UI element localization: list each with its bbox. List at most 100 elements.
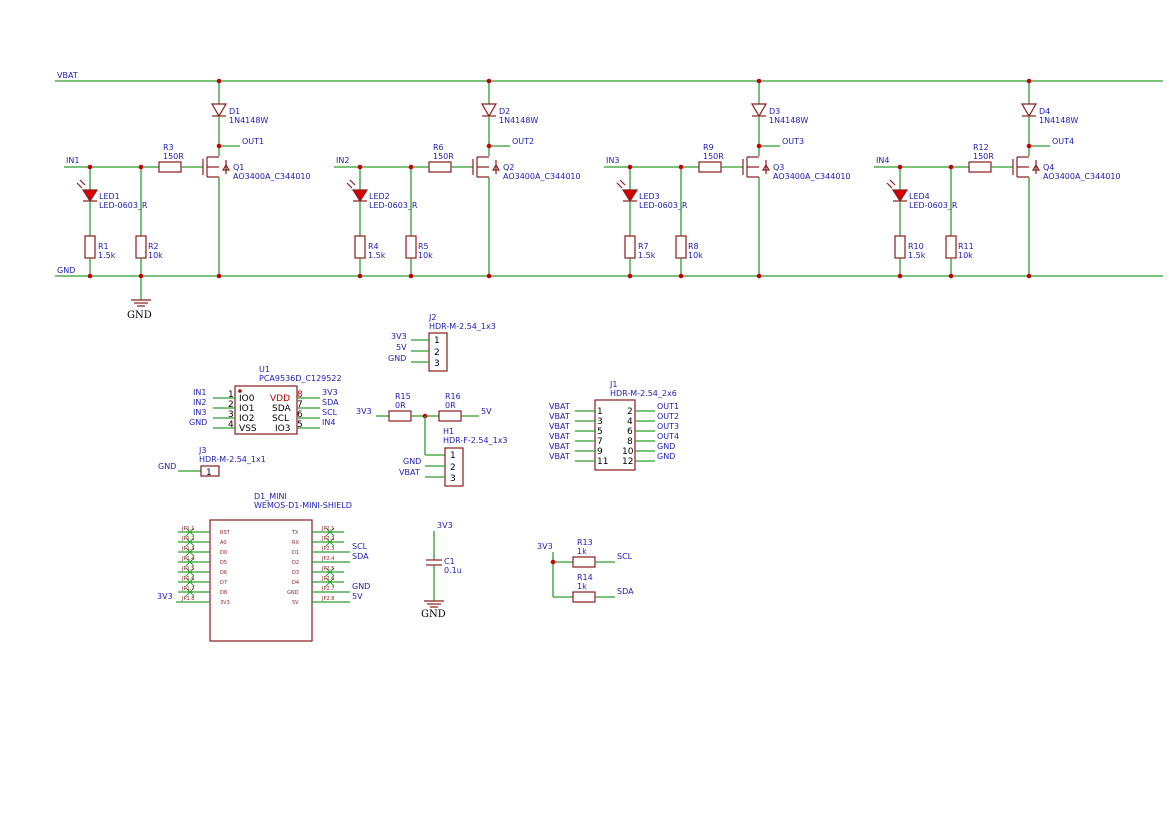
resistor-gate-value: 150R bbox=[973, 152, 994, 161]
j3-value: HDR-M-2.54_1x1 bbox=[199, 455, 266, 464]
j3-ref: J3 bbox=[198, 446, 206, 455]
h1-value: HDR-F-2.54_1x3 bbox=[443, 436, 508, 445]
pin-name: D8 bbox=[220, 590, 227, 596]
pin-number: 2 bbox=[434, 348, 440, 358]
pin-number: 1 bbox=[597, 407, 603, 417]
resistor-led-value: 1.5k bbox=[638, 251, 656, 260]
u1-pin-number: 4 bbox=[228, 420, 234, 430]
u1-pin-name: IO2 bbox=[239, 414, 254, 424]
pin-name: D6 bbox=[220, 570, 227, 576]
net-label: GND bbox=[352, 582, 370, 591]
led-value: LED-0603_R bbox=[639, 201, 688, 210]
u1-pin-number: 5 bbox=[297, 420, 303, 430]
pad-label: JP1.2 bbox=[181, 536, 194, 542]
r16-ref: R16 bbox=[445, 392, 461, 401]
in-label: IN3 bbox=[606, 156, 619, 165]
u1-pin-name: IO1 bbox=[239, 404, 254, 414]
net-label: VBAT bbox=[549, 412, 570, 421]
net-label: SDA bbox=[617, 587, 634, 596]
pad-label: JP1.5 bbox=[181, 566, 194, 572]
pin-number: 3 bbox=[434, 359, 440, 369]
mosfet-ref: Q2 bbox=[503, 163, 514, 172]
led-ref: LED1 bbox=[99, 192, 120, 201]
pad-label: JP2.1 bbox=[321, 526, 334, 532]
net-label: OUT3 bbox=[657, 422, 679, 431]
power-select: 3V3 R15 0R R16 0R 5V H1 HDR-F-2.54_1x3 1… bbox=[356, 392, 508, 487]
net-label: VBAT bbox=[549, 422, 570, 431]
r13-ref: R13 bbox=[577, 538, 593, 547]
resistor-r16 bbox=[438, 410, 462, 422]
pin-number: 8 bbox=[627, 437, 633, 447]
mosfet-symbol bbox=[202, 156, 231, 178]
resistor-led-ref: R1 bbox=[98, 242, 109, 251]
resistor-pulldown bbox=[675, 235, 687, 259]
r16-value: 0R bbox=[445, 401, 456, 410]
net-label: VBAT bbox=[399, 468, 420, 477]
u1-pin-number: 7 bbox=[297, 400, 303, 410]
r15-value: 0R bbox=[395, 401, 406, 410]
u1-pin-name: IO0 bbox=[239, 394, 255, 404]
gnd-symbol-label: GND bbox=[127, 310, 152, 321]
in-label: IN1 bbox=[66, 156, 79, 165]
net-label: 3V3 bbox=[356, 407, 372, 416]
pin-name: 5V bbox=[292, 600, 299, 606]
gnd-symbol-main: GND bbox=[127, 276, 152, 321]
pin-name: RX bbox=[292, 540, 299, 546]
net-label: 3V3 bbox=[537, 542, 553, 551]
j2-value: HDR-M-2.54_1x3 bbox=[429, 322, 496, 331]
pin-number: 12 bbox=[622, 457, 633, 467]
diode-ref: D4 bbox=[1039, 107, 1050, 116]
led-ref: LED4 bbox=[909, 192, 930, 201]
resistor-pulldown-value: 10k bbox=[418, 251, 433, 260]
net-label: IN2 bbox=[193, 398, 206, 407]
r14-ref: R14 bbox=[577, 573, 593, 582]
u1-pin-number: 8 bbox=[297, 390, 303, 400]
u1-pin-name: VDD bbox=[270, 394, 290, 404]
diode-ref: D1 bbox=[229, 107, 240, 116]
resistor-r15 bbox=[388, 410, 412, 422]
channel-1: D1 1N4148W OUT1 IN1 R3 150R Q1 AO3400A_C… bbox=[64, 78, 311, 279]
mosfet-value: AO3400A_C344010 bbox=[233, 172, 311, 181]
net-label: GND bbox=[388, 354, 406, 363]
out-label: OUT1 bbox=[242, 137, 264, 146]
u1-pin-number: 3 bbox=[228, 410, 234, 420]
pin-name: GND bbox=[287, 590, 299, 596]
header-j2: J2 HDR-M-2.54_1x3 1 2 3 3V3 5V GND bbox=[388, 313, 496, 372]
net-label: GND bbox=[657, 442, 675, 451]
diode-d3 bbox=[750, 103, 768, 118]
u1-ref: U1 bbox=[259, 365, 270, 374]
net-label: SDA bbox=[352, 552, 369, 561]
h1-ref: H1 bbox=[443, 427, 454, 436]
net-label: VBAT bbox=[549, 432, 570, 441]
led-value: LED-0603_R bbox=[909, 201, 958, 210]
gnd-rail: GND bbox=[55, 266, 1163, 277]
u1-pin-name: IO3 bbox=[275, 424, 290, 434]
pin-number: 1 bbox=[434, 336, 440, 346]
channel-3: D3 1N4148W OUT3 IN3 R9 150R Q3 AO3400A_C… bbox=[604, 78, 851, 279]
pin-name: D4 bbox=[292, 580, 299, 586]
pin-number: 1 bbox=[450, 451, 456, 461]
c1-value: 0.1u bbox=[444, 566, 462, 575]
net-label: IN3 bbox=[193, 408, 206, 417]
led-ref: LED3 bbox=[639, 192, 660, 201]
r14-value: 1k bbox=[577, 582, 587, 591]
resistor-pulldown-value: 10k bbox=[148, 251, 163, 260]
diode-value: 1N4148W bbox=[769, 116, 808, 125]
diode-value: 1N4148W bbox=[229, 116, 268, 125]
resistor-led-ref: R10 bbox=[908, 242, 924, 251]
pin-name: 3V3 bbox=[220, 600, 230, 606]
ic-u1: U1 PCA9536D_C129522 IO0 IO1 IO2 VSS VDD … bbox=[189, 365, 342, 435]
mosfet-value: AO3400A_C344010 bbox=[503, 172, 581, 181]
resistor-led-ref: R7 bbox=[638, 242, 649, 251]
diode-d2 bbox=[480, 103, 498, 118]
pad-label: JP1.1 bbox=[181, 526, 194, 532]
pin-number: 3 bbox=[450, 474, 456, 484]
net-label: 5V bbox=[396, 343, 407, 352]
pad-label: JP1.6 bbox=[181, 576, 194, 582]
resistor-gate-value: 150R bbox=[433, 152, 454, 161]
pad-label: JP1.3 bbox=[181, 546, 194, 552]
pin-number: 2 bbox=[627, 407, 633, 417]
resistor-gate-value: 150R bbox=[163, 152, 184, 161]
net-label: GND bbox=[158, 462, 176, 471]
